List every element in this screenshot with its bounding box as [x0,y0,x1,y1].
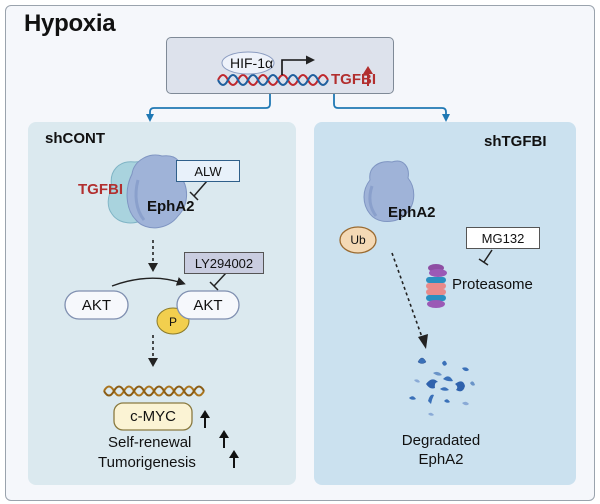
degradated-label-line2: EphA2 [418,451,464,468]
alw-inhibitor-box: ALW [176,160,240,182]
self-renewal-label: Self-renewal [108,434,192,451]
branch-arrow-right [333,94,450,122]
epha2-label-right: EphA2 [388,204,436,221]
tumorigenesis-up-arrow-icon [229,450,239,468]
phospho-label: P [168,315,177,329]
cmyc-pill [113,402,193,431]
dashed-arrow-2 [148,335,158,367]
degraded-fragments-icon [409,357,475,416]
cmyc-dna-helix-icon [103,385,205,397]
akt-activation-arrow [111,277,186,287]
tumorigenesis-label: Tumorigenesis [98,454,196,471]
tgfbi-protein-label: TGFBI [78,181,123,198]
mg132-inhibitor-box: MG132 [466,227,540,249]
tgfbi-gene-label: TGFBI [331,71,376,88]
akt-inactive-pill [64,290,129,320]
proteasome-label: Proteasome [452,276,533,293]
akt-inactive-label: AKT [81,296,112,314]
akt-active-pill [176,290,240,320]
ubiquitin-label: Ub [350,233,366,247]
proteasome-icon [426,264,447,308]
degradation-dashed-arrow [391,252,428,349]
ly294002-inhibition-icon [209,272,227,291]
epha2-protein-icon [126,154,187,229]
ubiquitin-circle [339,226,377,254]
dashed-arrow-1 [148,240,158,272]
alw-inhibition-icon [189,180,208,201]
cmyc-up-arrow-icon [200,410,210,428]
epha2-label-left: EphA2 [147,198,195,215]
mg132-inhibition-icon [478,249,493,266]
red-up-arrow-icon [363,66,373,86]
epha2-protein-right-icon [363,160,415,222]
degradated-label-line1: Degradated [401,432,481,449]
hif1a-label: HIF-1α [230,55,274,71]
akt-active-label: AKT [193,296,223,314]
hif1a-bubble [221,51,275,75]
transcription-arrow-icon [281,55,315,75]
shtgfbi-label: shTGFBI [484,133,547,150]
ly294002-inhibitor-box: LY294002 [184,252,264,274]
shcont-label: shCONT [45,130,105,147]
cmyc-label: c-MYC [130,408,176,425]
figure-title: Hypoxia [24,10,116,37]
dna-helix-icon [217,74,329,86]
panel-shtgfbi [314,122,576,485]
self-renewal-up-arrow-icon [219,430,229,448]
branch-arrow-left [146,94,271,122]
